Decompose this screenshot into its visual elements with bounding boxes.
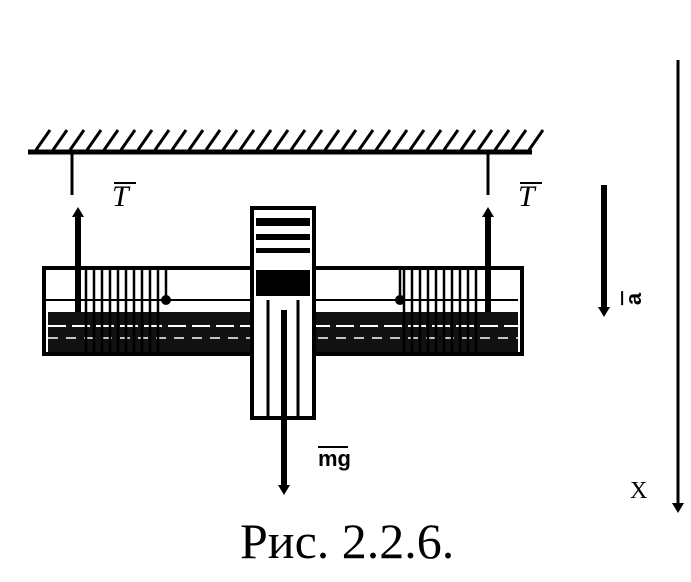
vector-bar [621, 291, 624, 306]
acceleration-label: a [621, 291, 647, 306]
acceleration-label-text: a [621, 292, 647, 306]
vector-bar [520, 182, 542, 184]
axis-label: X [630, 478, 648, 504]
gravity-label-text: mg [318, 446, 351, 471]
gravity-label: mg [318, 446, 351, 472]
vector-bar [114, 182, 136, 184]
tension-label-right-text: T [518, 180, 535, 213]
tension-label-left-text: T [112, 180, 129, 213]
figure-caption: Рис. 2.2.6. [240, 513, 455, 569]
vector-bar [318, 446, 348, 448]
ceiling-support [28, 129, 545, 155]
tension-label-left: T [112, 180, 136, 214]
tension-label-right: T [518, 180, 542, 214]
